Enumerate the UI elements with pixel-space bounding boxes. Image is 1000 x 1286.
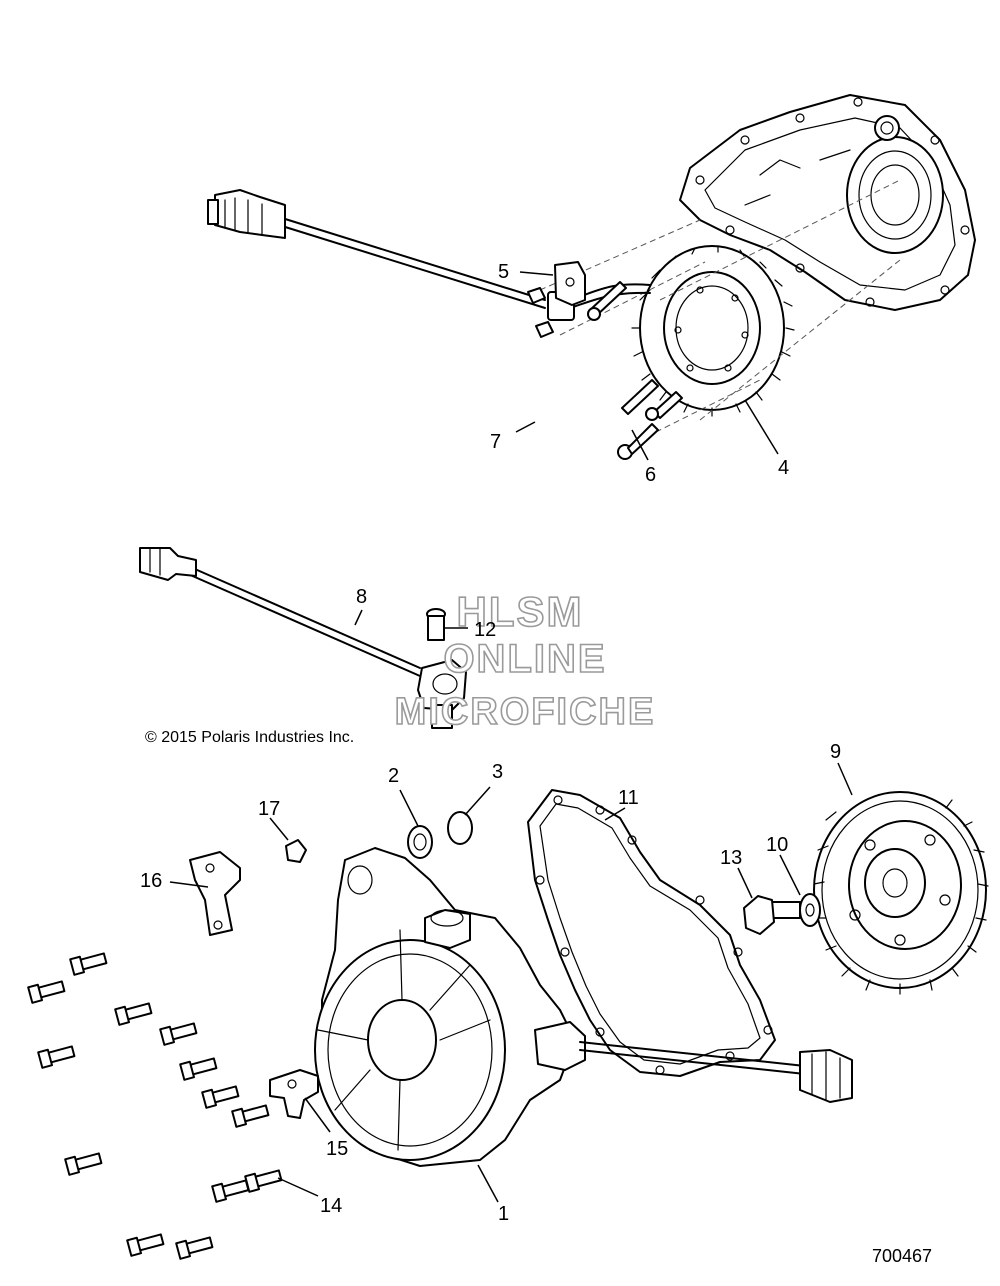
bolts-6	[587, 281, 683, 460]
callout-13: 13	[720, 847, 742, 869]
watermark-line1: HLSM	[457, 588, 584, 635]
callout-1: 1	[498, 1203, 509, 1225]
speed-sensor	[417, 659, 467, 729]
callout-6: 6	[645, 464, 656, 486]
watermark-line3: MICROFICHE	[395, 691, 656, 733]
cover-bolts	[27, 952, 283, 1260]
callout-10: 10	[766, 834, 788, 856]
bracket-15	[269, 1069, 319, 1119]
callout-14: 14	[320, 1195, 342, 1217]
flywheel	[813, 791, 989, 995]
callout-8: 8	[356, 586, 367, 608]
speed-sensor-harness	[139, 547, 421, 677]
callout-4: 4	[778, 457, 789, 479]
watermark-line2: ONLINE	[443, 637, 606, 681]
callout-16: 16	[140, 870, 162, 892]
bracket-16	[189, 851, 241, 936]
snap-ring	[447, 811, 473, 845]
cover-harness	[579, 1041, 853, 1103]
callout-numbers: 5 7 6 4 8 12 2 3 11 9 10 13 17 16 15 14 …	[140, 261, 841, 1225]
callout-12: 12	[474, 619, 496, 641]
callout-11: 11	[618, 787, 639, 809]
callout-3: 3	[492, 761, 503, 783]
callout-7: 7	[490, 431, 501, 453]
stator-cover	[314, 847, 586, 1167]
stator-housing	[679, 94, 976, 311]
bolt-12	[426, 608, 446, 641]
callout-15: 15	[326, 1138, 348, 1160]
screws-7	[527, 287, 554, 338]
flywheel-bolt	[743, 895, 801, 935]
leader-lines	[169, 271, 853, 1203]
flywheel-washer	[799, 893, 821, 927]
callout-2: 2	[388, 765, 399, 787]
callout-5: 5	[498, 261, 509, 283]
callout-17: 17	[258, 798, 280, 820]
copyright-notice: © 2015 Polaris Industries Inc.	[145, 729, 354, 746]
gasket	[527, 789, 776, 1077]
diagram-number: 700467	[872, 1246, 932, 1266]
stator	[631, 245, 795, 417]
wire-retainer	[554, 261, 586, 306]
clip-17	[285, 839, 307, 863]
bearing	[407, 825, 433, 859]
callout-9: 9	[830, 741, 841, 763]
